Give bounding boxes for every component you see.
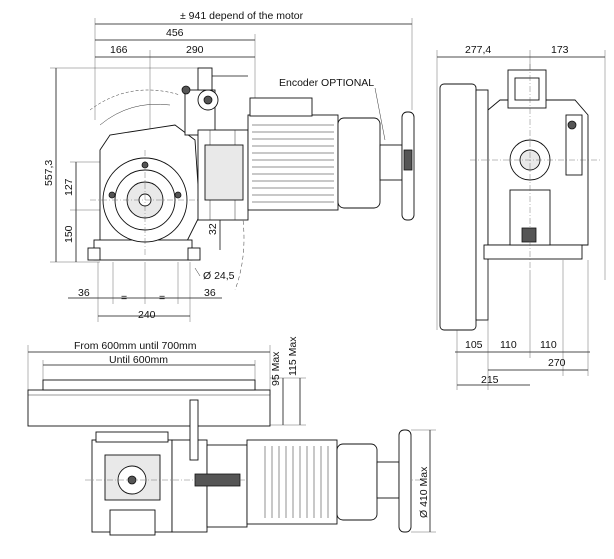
front-view: ± 941 depend of the motor 456 166 290 55…: [43, 10, 415, 322]
dim-110-b: 110: [540, 339, 557, 351]
dim-105: 105: [465, 339, 483, 351]
dim-drum-until: Until 600mm: [109, 354, 168, 366]
dim-215: 215: [481, 374, 499, 386]
motor-fins: [252, 124, 334, 203]
dim-941: ± 941 depend of the motor: [180, 10, 304, 22]
dim-drum-range: From 600mm until 700mm: [74, 340, 197, 352]
dim-wheel-dia: Ø 410 Max: [418, 466, 430, 518]
dim-277: 277,4: [465, 44, 491, 56]
encoder-label: Encoder OPTIONAL: [279, 77, 374, 89]
dim-shaft-dia: Ø 24,5: [203, 270, 235, 282]
dim-557: 557,3: [43, 160, 55, 186]
motor-fins-top: [264, 446, 329, 518]
dim-270: 270: [548, 357, 566, 369]
dim-290: 290: [186, 44, 204, 56]
dim-eq-1: =: [121, 292, 127, 304]
dim-110-a: 110: [500, 339, 517, 351]
dim-173: 173: [551, 44, 569, 56]
dim-166: 166: [110, 44, 128, 56]
dim-95-max: 95 Max: [270, 351, 282, 386]
side-view: 277,4 173 105 110 110 270 215: [436, 44, 606, 390]
top-view: From 600mm until 700mm Until 600mm 95 Ma…: [27, 336, 436, 536]
dim-36-right: 36: [204, 287, 216, 299]
dim-240: 240: [138, 309, 156, 321]
dim-36-left: 36: [78, 287, 90, 299]
dim-115-max: 115 Max: [287, 336, 299, 376]
dim-32: 32: [207, 223, 219, 235]
dim-eq-2: =: [159, 292, 165, 304]
dim-127: 127: [63, 178, 75, 196]
dim-150: 150: [63, 225, 75, 243]
dim-456: 456: [166, 27, 184, 39]
